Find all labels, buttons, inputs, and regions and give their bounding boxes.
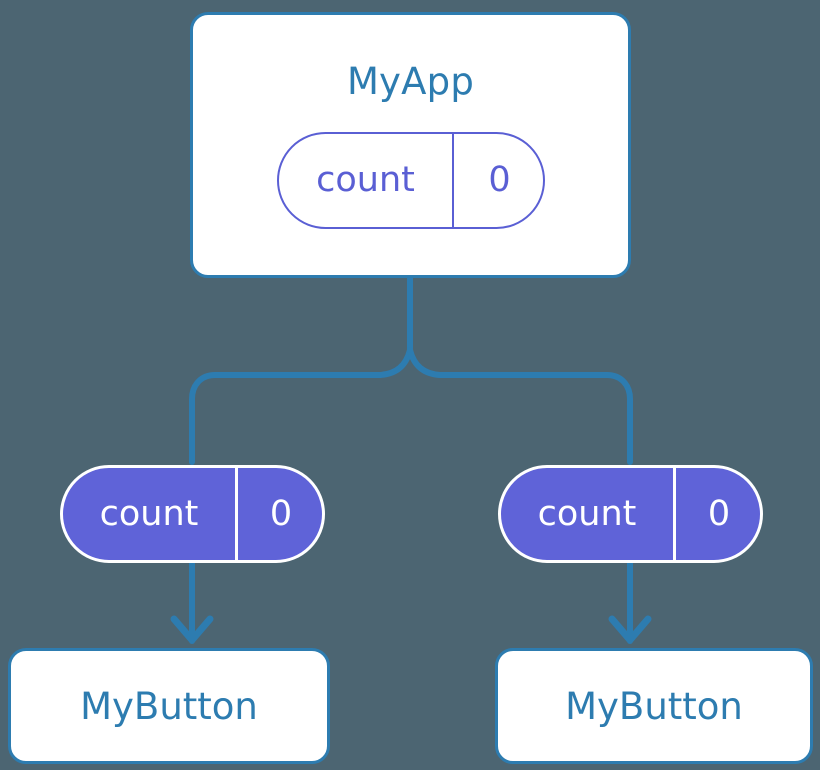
state-value-branch-left: 0 bbox=[235, 468, 322, 560]
state-key-branch-left: count bbox=[99, 493, 199, 534]
arrowhead-right bbox=[608, 615, 652, 644]
component-title-myapp: MyApp bbox=[346, 60, 475, 103]
component-title-mybutton-right: MyButton bbox=[565, 684, 743, 728]
state-key-branch-right: count bbox=[537, 493, 637, 534]
state-value-branch-right: 0 bbox=[673, 468, 760, 560]
component-box-mybutton-right[interactable]: MyButton bbox=[495, 648, 813, 764]
state-pill-root[interactable]: count 0 bbox=[277, 132, 545, 229]
component-title-mybutton-left: MyButton bbox=[80, 684, 258, 728]
arrowhead-left bbox=[170, 615, 214, 644]
component-box-mybutton-left[interactable]: MyButton bbox=[8, 648, 330, 764]
edge-branch-left bbox=[189, 347, 413, 465]
state-pill-branch-right[interactable]: count 0 bbox=[498, 465, 763, 563]
edge-branch-right bbox=[407, 347, 633, 465]
state-pill-branch-left[interactable]: count 0 bbox=[60, 465, 325, 563]
state-value-root: 0 bbox=[452, 134, 543, 227]
state-key-root: count bbox=[316, 160, 415, 200]
